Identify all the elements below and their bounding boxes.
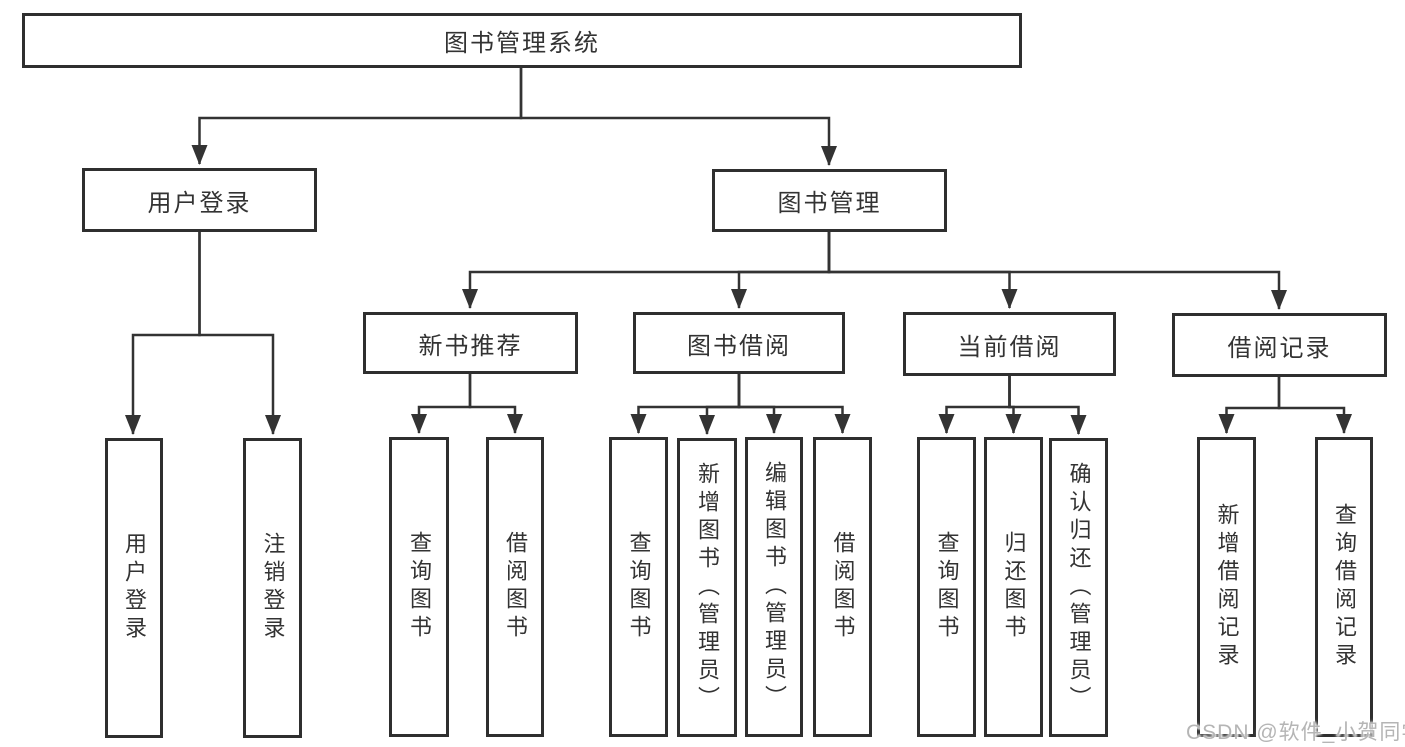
leaf-query-borrow-record: 查询借阅记录	[1315, 437, 1373, 737]
node-current-borrowing: 当前借阅	[903, 312, 1116, 376]
leaf-edit-book-admin: 编辑图书（管理员）	[745, 437, 803, 737]
csdn-watermark: CSDN @软件_小贺同学	[1186, 721, 1405, 744]
node-borrowing-records: 借阅记录	[1172, 313, 1387, 377]
node-book-management: 图书管理	[712, 169, 947, 232]
leaf-add-book-admin: 新增图书（管理员）	[677, 438, 737, 737]
node-user-login: 用户登录	[82, 168, 317, 232]
leaf-query-book-current: 查询图书	[917, 437, 976, 737]
leaf-return-book: 归还图书	[984, 437, 1043, 737]
leaf-user-login: 用户登录	[105, 438, 163, 738]
leaf-borrow-book-borrowing: 借阅图书	[813, 437, 872, 737]
leaf-add-borrow-record: 新增借阅记录	[1197, 437, 1256, 737]
node-book-borrowing: 图书借阅	[633, 312, 845, 374]
node-library-management-system: 图书管理系统	[22, 13, 1022, 68]
leaf-confirm-return-admin: 确认归还（管理员）	[1049, 438, 1108, 737]
node-new-book-recommend: 新书推荐	[363, 312, 578, 374]
leaf-logout: 注销登录	[243, 438, 302, 738]
leaf-query-book-borrowing: 查询图书	[609, 437, 668, 737]
leaf-query-book-recommend: 查询图书	[389, 437, 449, 737]
leaf-borrow-book-recommend: 借阅图书	[486, 437, 544, 737]
